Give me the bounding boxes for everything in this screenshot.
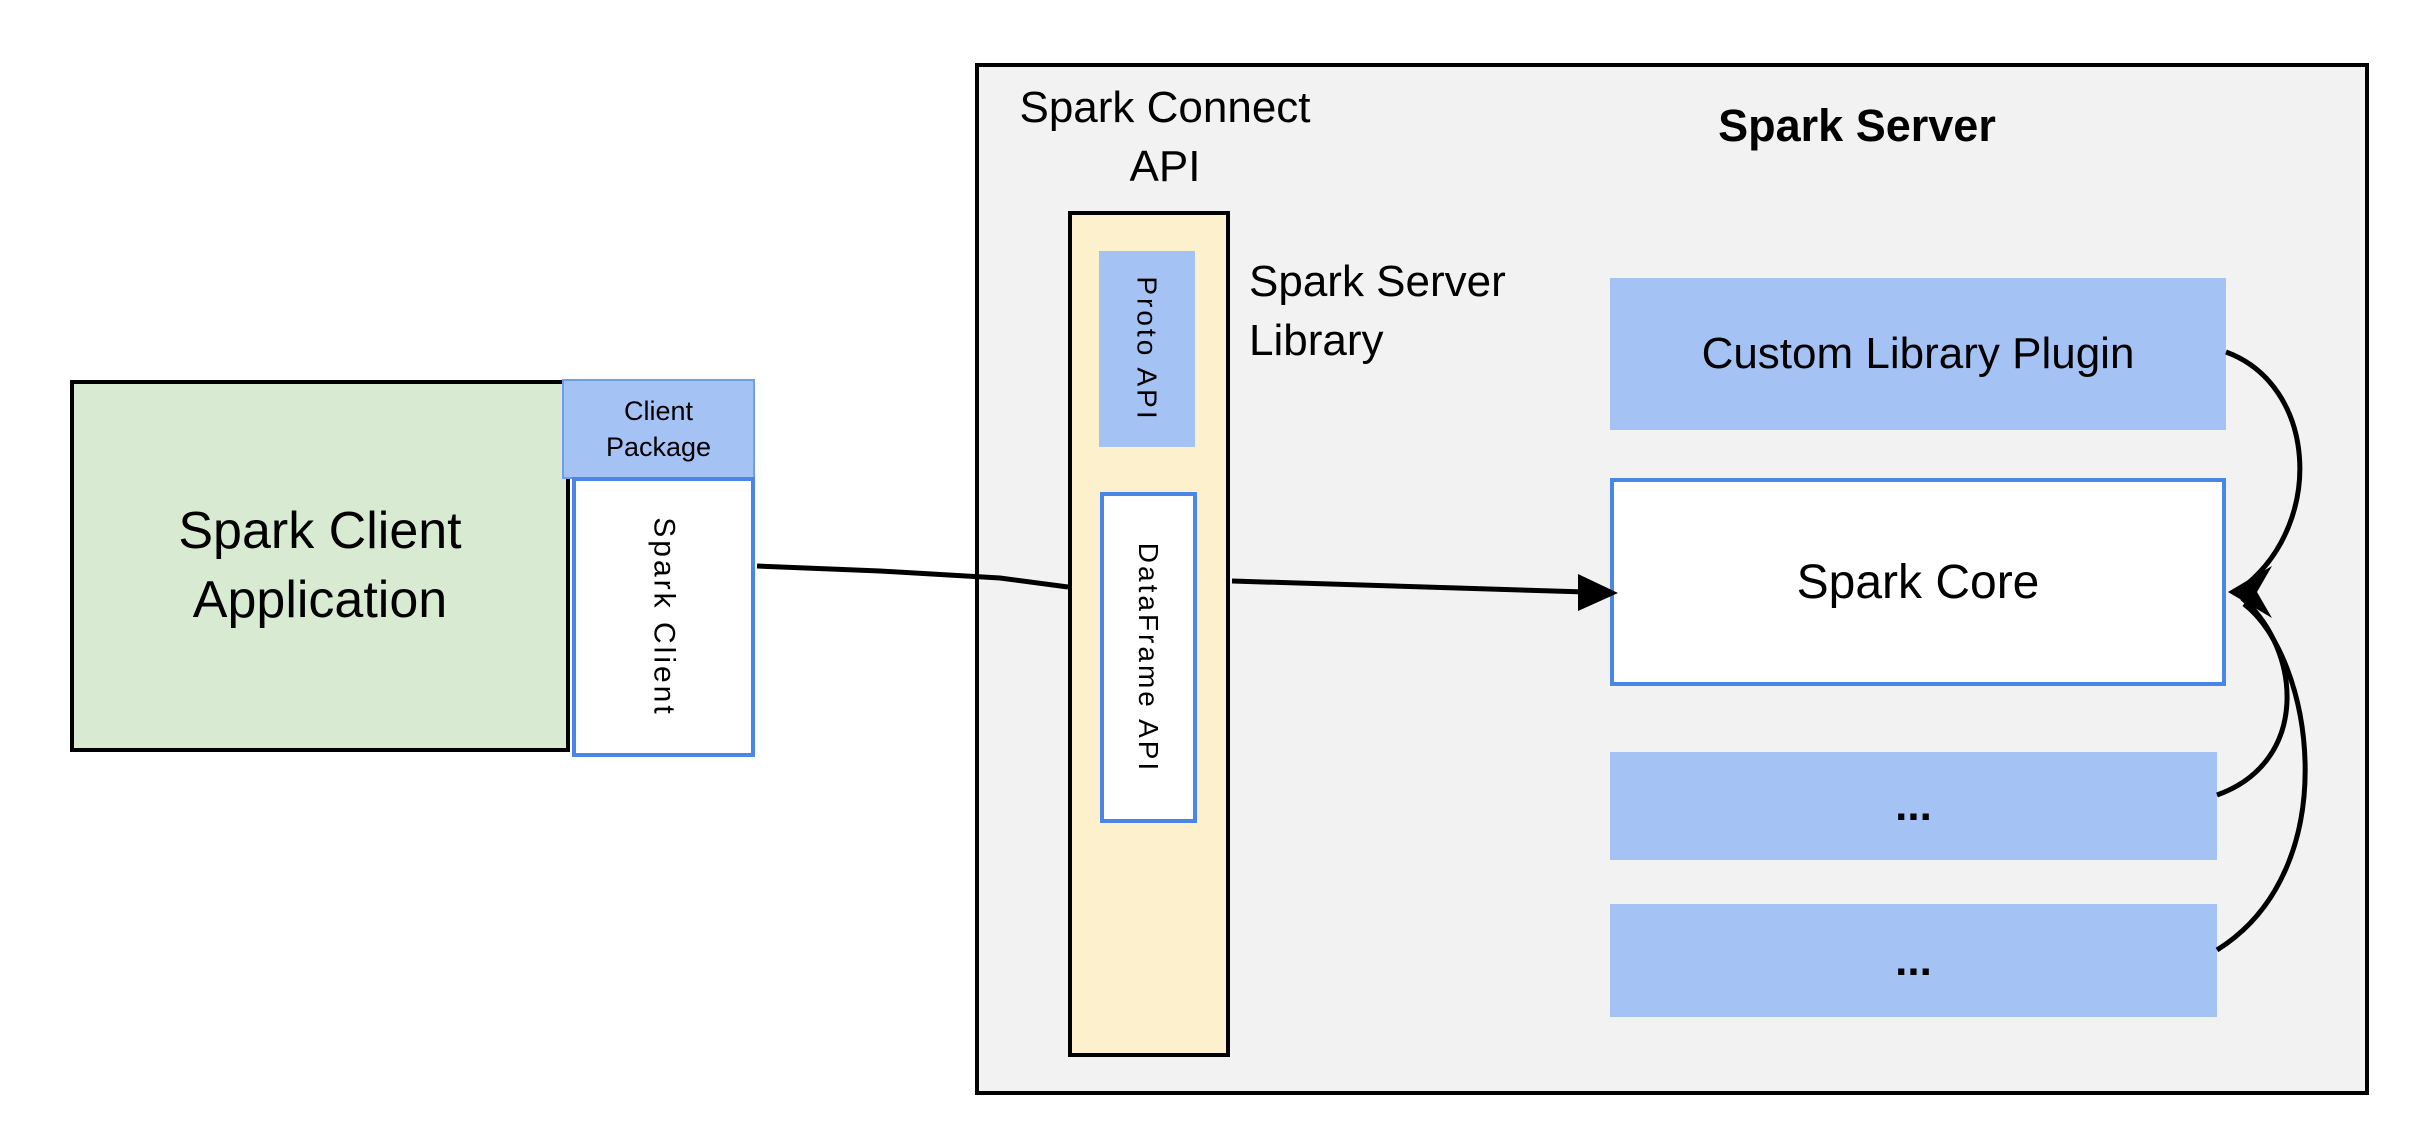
proto-api-box: Proto API [1099, 251, 1195, 447]
custom-library-plugin-box: Custom Library Plugin [1610, 278, 2226, 430]
client-package-box: Client Package [562, 379, 755, 479]
dataframe-api-box: DataFrame API [1100, 492, 1197, 823]
spark-core-label: Spark Core [1796, 555, 2040, 609]
spark-client-box: Spark Client [572, 477, 755, 757]
proto-api-label: Proto API [1132, 276, 1164, 422]
spark-server-library-label: Spark Server Library [1249, 257, 1506, 366]
spark-server-header: Spark Server [1718, 100, 1996, 151]
spark-core-box: Spark Core [1610, 478, 2226, 686]
ellipsis-box-top: ... [1610, 752, 2217, 860]
ellipsis-bottom-label: ... [1895, 935, 1932, 985]
spark-client-application-label: Spark Client Application [178, 502, 462, 629]
ellipsis-box-bottom: ... [1610, 904, 2217, 1017]
spark-connect-api-header: Spark Connect API [1019, 83, 1311, 192]
custom-library-plugin-label: Custom Library Plugin [1701, 329, 2135, 378]
ellipsis-top-label: ... [1895, 781, 1932, 830]
client-package-label: Client Package [605, 395, 712, 462]
dataframe-api-label: DataFrame API [1133, 542, 1165, 773]
spark-client-label: Spark Client [647, 517, 681, 717]
spark-client-application-box: Spark Client Application [70, 380, 570, 752]
